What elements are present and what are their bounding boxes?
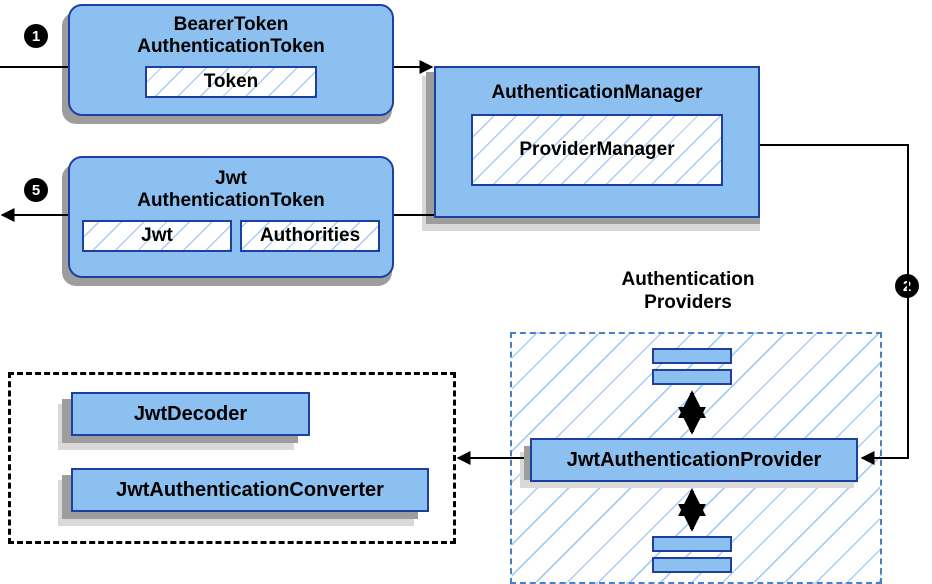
jwt-authentication-converter-node[interactable]: JwtAuthenticationConverter (71, 468, 429, 512)
provider-stack-bar-bottom-1 (652, 536, 732, 552)
jwt-authentication-provider-node[interactable]: JwtAuthenticationProvider (530, 438, 858, 482)
step-badge-2: 2 (895, 274, 919, 298)
jwt-decoder-title: JwtDecoder (133, 403, 248, 425)
provider-stack-bar-top-1 (652, 348, 732, 364)
bearer-token-field-token: Token (145, 66, 317, 98)
jwt-authentication-provider-title: JwtAuthenticationProvider (566, 449, 822, 471)
provider-stack-bar-top-2 (652, 369, 732, 385)
step-badge-5: 5 (24, 178, 48, 202)
jwt-token-field-authorities: Authorities (240, 220, 380, 252)
authentication-manager-node[interactable]: AuthenticationManager ProviderManager (434, 66, 760, 218)
bearer-token-authentication-token-node[interactable]: BearerToken AuthenticationToken Token (68, 4, 394, 116)
jwt-token-title: Jwt AuthenticationToken (137, 168, 325, 211)
bearer-token-title: BearerToken AuthenticationToken (137, 14, 325, 57)
authentication-manager-title: AuthenticationManager (491, 82, 703, 103)
jwt-decoder-node[interactable]: JwtDecoder (71, 392, 310, 436)
step-badge-1: 1 (24, 24, 48, 48)
jwt-authentication-token-node[interactable]: Jwt AuthenticationToken Jwt Authorities (68, 156, 394, 278)
jwt-token-fields: Jwt Authorities (82, 220, 380, 252)
jwt-authentication-converter-title: JwtAuthenticationConverter (116, 479, 384, 501)
authentication-providers-label: Authentication Providers (621, 269, 755, 313)
authentication-manager-field-provider-manager: ProviderManager (471, 114, 723, 186)
provider-stack-bar-bottom-2 (652, 557, 732, 573)
jwt-token-field-jwt: Jwt (82, 220, 232, 252)
